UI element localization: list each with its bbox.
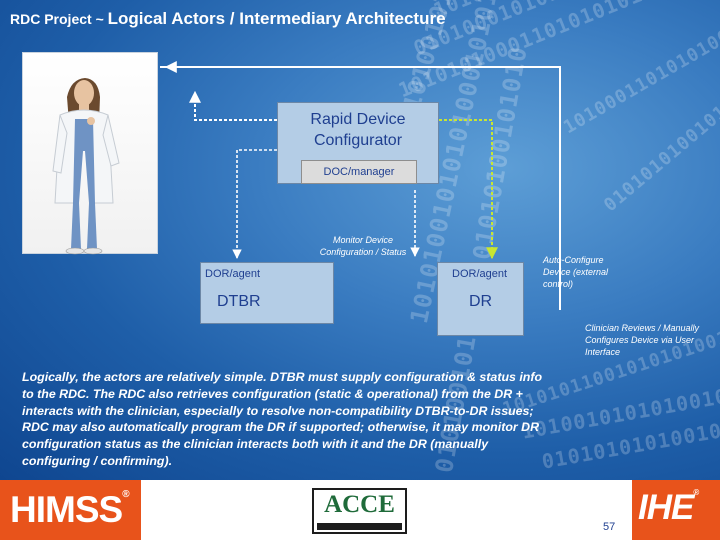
- himss-registered-mark: ®: [122, 489, 130, 500]
- ihe-registered-mark: ®: [693, 488, 699, 497]
- himss-logo-text: HIMSS: [10, 489, 123, 530]
- dr-role-label: DOR/agent: [452, 268, 508, 280]
- title-prefix: RDC Project ~: [10, 11, 108, 27]
- dtbr-actor-name: DTBR: [217, 293, 261, 310]
- dr-actor-name: DR: [468, 293, 493, 310]
- rdc-actor-name: Rapid Device Configurator: [310, 111, 406, 149]
- dr-actor-box: DOR/agent DR: [437, 262, 524, 336]
- clinician-annotation: Clinician Reviews / Manually Configures …: [585, 323, 700, 357]
- dtbr-actor-box: DOR/agent DTBR: [200, 262, 334, 324]
- acce-logo-bar: [317, 523, 402, 530]
- page-number: 57: [603, 521, 616, 533]
- dtbr-role-label: DOR/agent: [205, 268, 261, 280]
- ihe-logo-text: IHE: [638, 488, 694, 527]
- title-main: Logical Actors / Intermediary Architectu…: [107, 9, 446, 28]
- acce-logo: ACCE: [312, 488, 407, 534]
- explanation-paragraph: Logically, the actors are relatively sim…: [22, 370, 543, 468]
- monitor-annotation: Monitor Device Configuration / Status: [319, 235, 407, 257]
- clinician-photo: [22, 52, 158, 255]
- clinician-figure-icon: [52, 78, 120, 255]
- footer-bar: HIMSS® ACCE 57 IHE®: [0, 480, 720, 540]
- rdc-role-label: DOC/manager: [301, 160, 417, 184]
- auto-configure-annotation: Auto-Configure Device (external control): [543, 255, 609, 289]
- acce-logo-text: ACCE: [324, 491, 395, 518]
- ihe-logo: IHE®: [632, 480, 720, 540]
- slide-title: RDC Project ~ Logical Actors / Intermedi…: [10, 9, 446, 29]
- himss-logo: HIMSS®: [0, 480, 141, 540]
